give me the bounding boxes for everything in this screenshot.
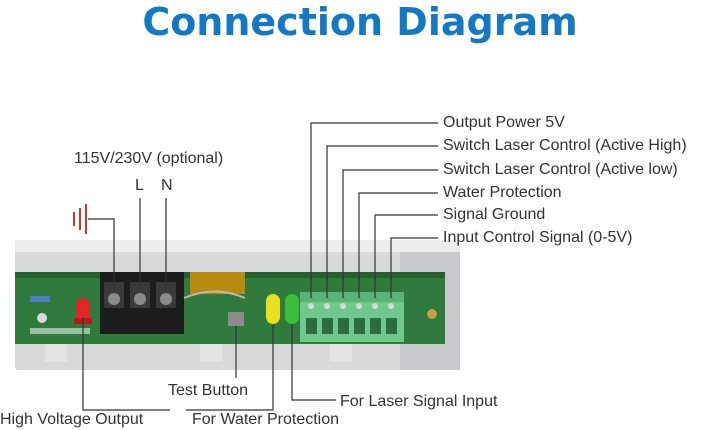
neutral-terminal-label: N: [161, 177, 173, 194]
callout-for-water-protection: For Water Protection: [192, 411, 340, 428]
live-terminal-label: L: [135, 177, 144, 194]
callout-laser-signal-input: For Laser Signal Input: [340, 393, 498, 410]
hv-terminal-block: [100, 272, 184, 334]
housing-top-edge: [15, 240, 460, 252]
bottom-leader-lines: [82, 318, 336, 411]
callout-input-control-signal: Input Control Signal (0-5V): [443, 229, 633, 246]
callout-high-voltage-output: High Voltage Output: [0, 411, 144, 428]
pcb-yellow-component: [190, 272, 245, 294]
ground-symbol-icon: [73, 204, 87, 234]
signal-leader-lines: [310, 122, 438, 298]
led-green-icon: [285, 294, 299, 324]
callout-water-protection: Water Protection: [443, 184, 562, 201]
callout-switch-active-low: Switch Laser Control (Active low): [443, 161, 678, 178]
power-leader-lines: [88, 198, 167, 290]
test-button-icon: [228, 312, 244, 326]
led-yellow-icon: [266, 294, 280, 324]
signal-terminal-block: [300, 292, 404, 342]
voltage-label: 115V/230V (optional): [74, 150, 224, 167]
standoff-2: [200, 344, 222, 362]
callout-output-power: Output Power 5V: [443, 114, 565, 131]
pcb-silkscreen: [30, 328, 90, 334]
diagram-title: Connection Diagram: [142, 0, 578, 44]
pcb-blue-resistor: [30, 296, 50, 302]
wire-loop: [183, 290, 246, 299]
standoff-1: [45, 344, 67, 362]
pcb-mount-hole-right: [427, 309, 437, 319]
callout-signal-ground: Signal Ground: [443, 206, 546, 223]
standoff-3: [330, 344, 352, 362]
callout-test-button: Test Button: [168, 382, 249, 399]
callout-switch-active-high: Switch Laser Control (Active High): [443, 137, 687, 154]
pcb-mount-hole-left: [37, 313, 47, 323]
